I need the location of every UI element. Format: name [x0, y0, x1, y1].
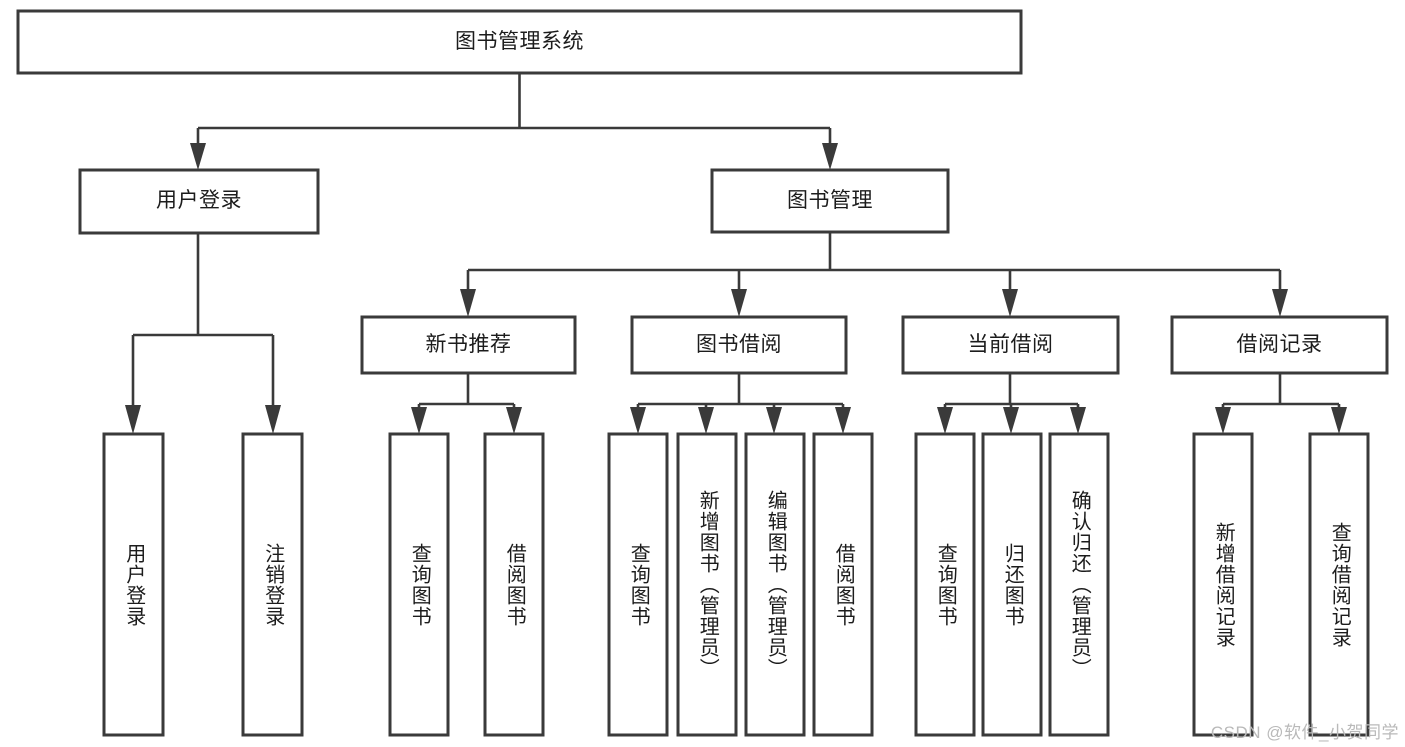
node-box-leaf-edit-book[interactable] [744, 432, 806, 737]
node-box-leaf-confirm-return[interactable] [1048, 432, 1110, 737]
arrowhead-leaf-add-book [698, 407, 714, 434]
arrowhead-leaf-query-book-3 [937, 407, 953, 434]
arrowhead-leaf-return-book [1003, 407, 1019, 434]
arrowhead-leaf-user-login [125, 405, 141, 434]
node-box-leaf-user-login[interactable] [102, 432, 165, 737]
node-box-leaf-add-book[interactable] [676, 432, 738, 737]
arrowhead-leaf-edit-book [766, 407, 782, 434]
arrowhead-leaf-query-book-1 [411, 407, 427, 434]
arrowhead-book-manage [822, 143, 838, 170]
node-box-leaf-query-book-3[interactable] [914, 432, 976, 737]
arrowhead-leaf-add-record [1215, 407, 1231, 434]
arrowhead-leaf-query-record [1331, 407, 1347, 434]
arrowhead-user-login [190, 143, 206, 170]
node-box-book-borrow[interactable] [630, 315, 848, 375]
node-box-leaf-logout[interactable] [241, 432, 304, 737]
arrowhead-new-book-rec [460, 289, 476, 317]
node-box-current-borrow[interactable] [901, 315, 1120, 375]
arrowhead-leaf-logout [265, 405, 281, 434]
node-box-new-book-rec[interactable] [360, 315, 577, 375]
node-box-leaf-query-record[interactable] [1308, 432, 1370, 737]
node-box-leaf-return-book[interactable] [981, 432, 1043, 737]
arrowhead-leaf-query-book-2 [630, 407, 646, 434]
node-box-leaf-query-book-1[interactable] [388, 432, 450, 737]
node-box-leaf-borrow-book-2[interactable] [812, 432, 874, 737]
node-box-layer [16, 9, 1389, 737]
node-box-root[interactable] [16, 9, 1023, 75]
arrowhead-leaf-borrow-book-1 [506, 407, 522, 434]
connector-layer [125, 73, 1347, 434]
node-box-leaf-borrow-book-1[interactable] [483, 432, 545, 737]
arrowhead-book-borrow [731, 289, 747, 317]
arrowhead-current-borrow [1002, 289, 1018, 317]
node-box-leaf-query-book-2[interactable] [607, 432, 669, 737]
arrowhead-borrow-record [1272, 289, 1288, 317]
csdn-watermark: CSDN @软件_小贺同学 [1210, 723, 1399, 742]
arrowhead-leaf-borrow-book-2 [835, 407, 851, 434]
node-box-book-manage[interactable] [710, 168, 950, 234]
arrowhead-leaf-confirm-return [1070, 407, 1086, 434]
node-box-user-login[interactable] [78, 168, 320, 235]
node-box-leaf-add-record[interactable] [1192, 432, 1254, 737]
node-box-borrow-record[interactable] [1170, 315, 1389, 375]
